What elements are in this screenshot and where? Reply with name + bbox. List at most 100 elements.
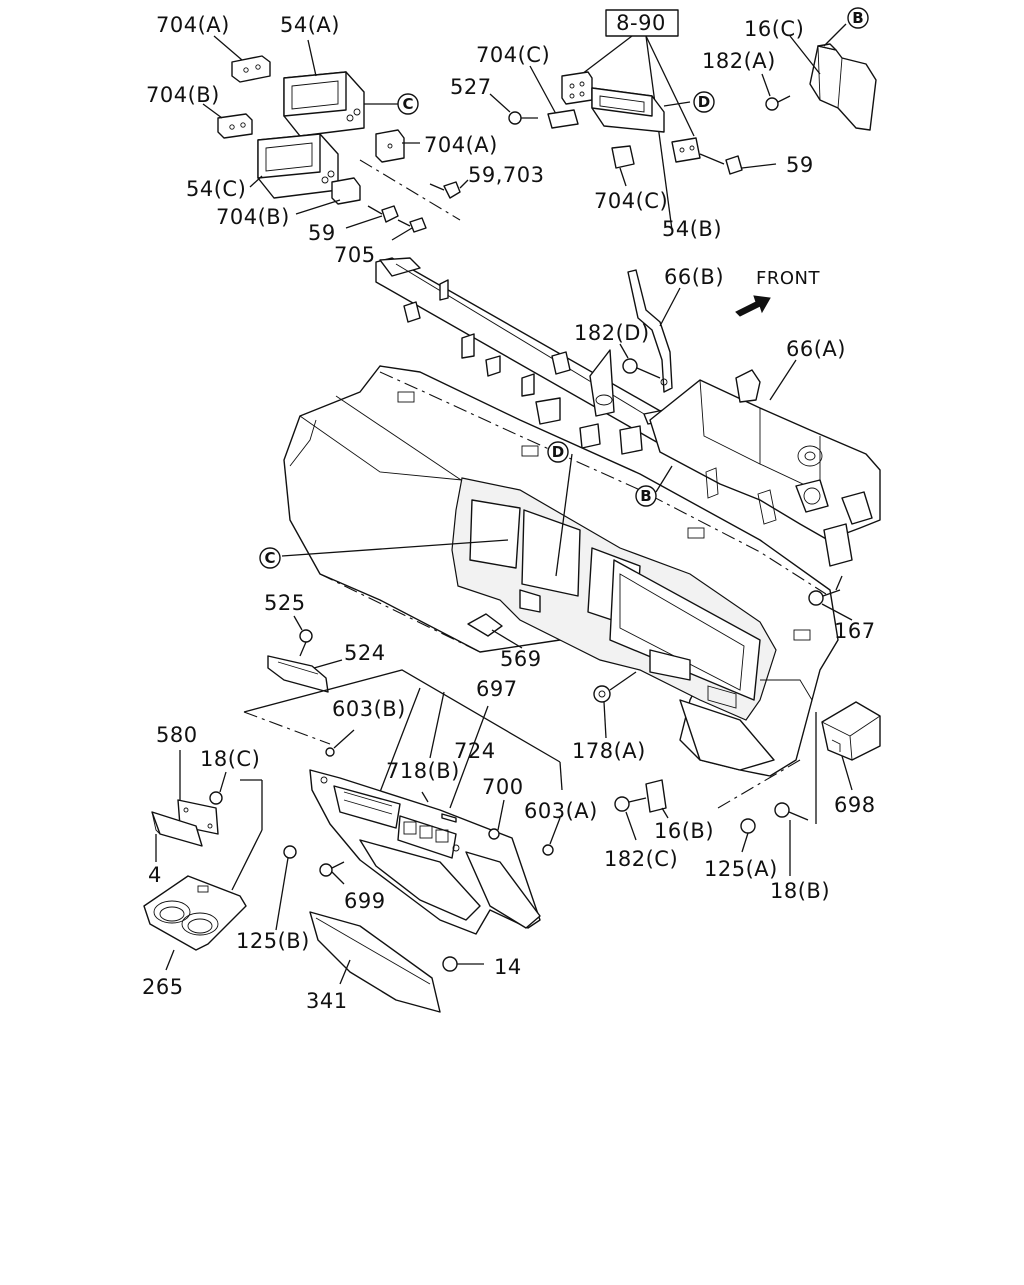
clip-603a <box>542 817 561 856</box>
label-54a: 54(A) <box>280 13 340 37</box>
label-603b: 603(B) <box>332 697 406 721</box>
ref-letter: C <box>402 95 413 113</box>
reference-box <box>605 9 679 37</box>
ref-circle-b-mid: B <box>635 485 657 507</box>
label-66b: 66(B) <box>664 265 724 289</box>
bracket-704a-mid <box>375 129 420 163</box>
ref-letter: D <box>552 443 564 461</box>
label-54c: 54(C) <box>186 177 246 201</box>
label-698: 698 <box>834 793 876 817</box>
bracket-right-59 <box>671 137 777 175</box>
bracket-704b-mid <box>295 177 361 215</box>
clip-125a <box>740 818 756 853</box>
label-525: 525 <box>264 591 306 615</box>
label-527: 527 <box>450 75 492 99</box>
leader-d <box>555 453 573 577</box>
front-arrow <box>735 295 771 317</box>
leader-c <box>281 539 509 557</box>
label-182d: 182(D) <box>574 321 650 345</box>
cover-16c <box>789 23 877 131</box>
label-182c: 182(C) <box>604 847 678 871</box>
pocket-54b <box>591 87 691 133</box>
label-704a-mid: 704(A) <box>424 133 498 157</box>
label-18c: 18(C) <box>200 747 260 771</box>
label-705: 705 <box>334 243 376 267</box>
label-18b: 18(B) <box>770 879 830 903</box>
label-569: 569 <box>500 647 542 671</box>
label-178a: 178(A) <box>572 739 646 763</box>
lid-341 <box>309 911 441 1013</box>
bolt-18b <box>774 802 809 876</box>
label-697: 697 <box>476 677 518 701</box>
bolt-167 <box>808 575 853 621</box>
bolt-182d <box>619 343 668 386</box>
screw-182a <box>761 73 791 111</box>
label-700: 700 <box>482 775 524 799</box>
brace-66b <box>627 269 681 393</box>
screw-525 <box>293 615 313 657</box>
screw-699 <box>319 861 345 885</box>
pin-718b <box>421 791 429 803</box>
front-label: FRONT <box>756 268 820 289</box>
alignment-line <box>243 711 331 745</box>
pocket-54a <box>283 39 398 137</box>
ref-circle-c-top: C <box>397 93 419 115</box>
lower-panel-697 <box>309 769 541 935</box>
label-54b: 54(B) <box>662 217 722 241</box>
label-4: 4 <box>148 863 162 887</box>
label-167: 167 <box>834 619 876 643</box>
instrument-panel <box>283 365 839 809</box>
ref-letter: D <box>698 93 710 111</box>
clip-125b <box>275 845 297 931</box>
label-580: 580 <box>156 723 198 747</box>
label-704a-top: 704(A) <box>156 13 230 37</box>
label-59-left: 59 <box>308 221 336 245</box>
label-341: 341 <box>306 989 348 1013</box>
ref-letter: C <box>264 549 275 567</box>
frame-66a <box>649 359 881 567</box>
screw-59-left <box>345 205 399 229</box>
label-59-right: 59 <box>786 153 814 177</box>
label-16c: 16(C) <box>744 17 804 41</box>
label-704b-top: 704(B) <box>146 83 220 107</box>
screw-59-703 <box>429 179 469 199</box>
label-66a: 66(A) <box>786 337 846 361</box>
screw-705 <box>391 217 427 241</box>
label-524: 524 <box>344 641 386 665</box>
alignment-line <box>359 159 461 221</box>
bracket-704c-bottom <box>611 145 635 187</box>
label-699: 699 <box>344 889 386 913</box>
trim-524 <box>267 655 343 693</box>
label-704c-top: 704(C) <box>476 43 550 67</box>
pin-724 <box>441 813 457 823</box>
screw-700 <box>488 799 505 840</box>
label-125a: 125(A) <box>704 857 778 881</box>
label-265: 265 <box>142 975 184 999</box>
ref-circle-d-mid: D <box>547 441 569 463</box>
label-125b: 125(B) <box>236 929 310 953</box>
cover-4 <box>151 811 203 862</box>
label-16b: 16(B) <box>654 819 714 843</box>
clip-603b <box>325 729 355 757</box>
bracket-16b <box>645 779 669 819</box>
ref-circle-b-top: B <box>847 7 869 29</box>
reference-box-label: 8-90 <box>616 11 666 35</box>
label-704b-mid: 704(B) <box>216 205 290 229</box>
nut-178a <box>593 671 637 739</box>
module-698 <box>815 701 881 824</box>
pocket-54c <box>249 133 339 199</box>
leader-b <box>655 465 673 493</box>
screw-14 <box>442 956 484 972</box>
label-718b: 718(B) <box>386 759 460 783</box>
ref-circle-d-top: D <box>693 91 715 113</box>
clip-569 <box>467 613 523 649</box>
ref-circle-c-mid: C <box>259 547 281 569</box>
label-704c-bottom: 704(C) <box>594 189 668 213</box>
bolt-182c <box>614 796 647 841</box>
screw-527 <box>489 93 579 129</box>
label-724: 724 <box>454 739 496 763</box>
bracket-704a-top <box>213 35 271 83</box>
bracket-704c-top <box>529 65 593 115</box>
